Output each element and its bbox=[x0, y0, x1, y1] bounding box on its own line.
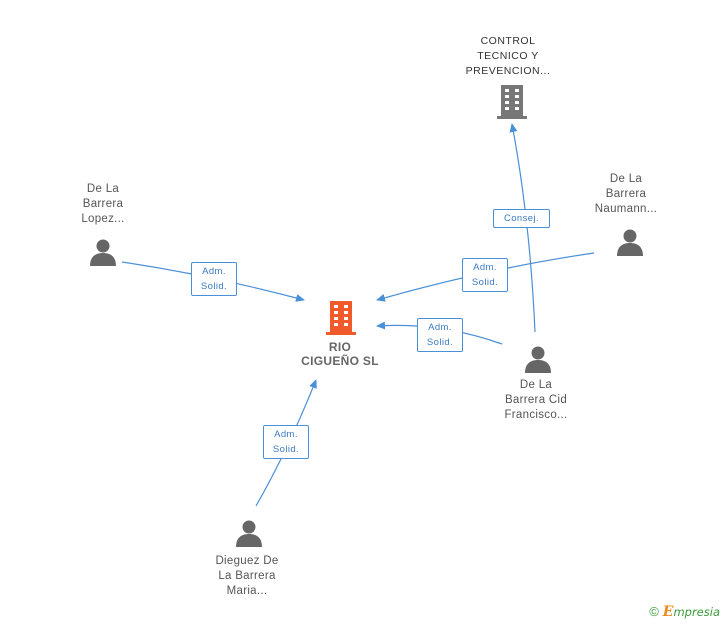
edge-badge-dieguez[interactable]: Adm. Solid. bbox=[263, 425, 309, 459]
person-cid-label[interactable]: De La Barrera Cid Francisco... bbox=[504, 379, 568, 421]
person-icon[interactable] bbox=[616, 228, 644, 256]
edge-badge-cid[interactable]: Adm. Solid. bbox=[417, 318, 463, 352]
edge-badge-lopez[interactable]: Adm. Solid. bbox=[191, 262, 237, 296]
person-lopez-label[interactable]: De La Barrera Lopez... bbox=[81, 183, 125, 225]
building-icon[interactable] bbox=[325, 300, 357, 336]
copyright-icon: © bbox=[649, 604, 659, 619]
person-icon[interactable] bbox=[524, 345, 552, 373]
footer-credit: ©Empresia bbox=[649, 604, 720, 620]
person-dieguez-label[interactable]: Dieguez De La Barrera Maria... bbox=[215, 555, 279, 597]
brand-logo-initial: E bbox=[662, 604, 674, 620]
building-icon[interactable] bbox=[496, 84, 528, 120]
person-icon[interactable] bbox=[235, 519, 263, 547]
edge-cid-to-control bbox=[509, 123, 536, 333]
focus-company-label[interactable]: RIO CIGUEÑO SL bbox=[301, 340, 379, 368]
company-control-label[interactable]: CONTROL TECNICO Y PREVENCION... bbox=[465, 35, 551, 77]
brand-name: mpresia bbox=[673, 605, 720, 619]
person-naumann-label[interactable]: De La Barrera Naumann... bbox=[594, 173, 658, 215]
edge-badge-naumann[interactable]: Adm. Solid. bbox=[462, 258, 508, 292]
person-icon[interactable] bbox=[89, 238, 117, 266]
edge-badge-consej[interactable]: Consej. bbox=[493, 209, 550, 228]
